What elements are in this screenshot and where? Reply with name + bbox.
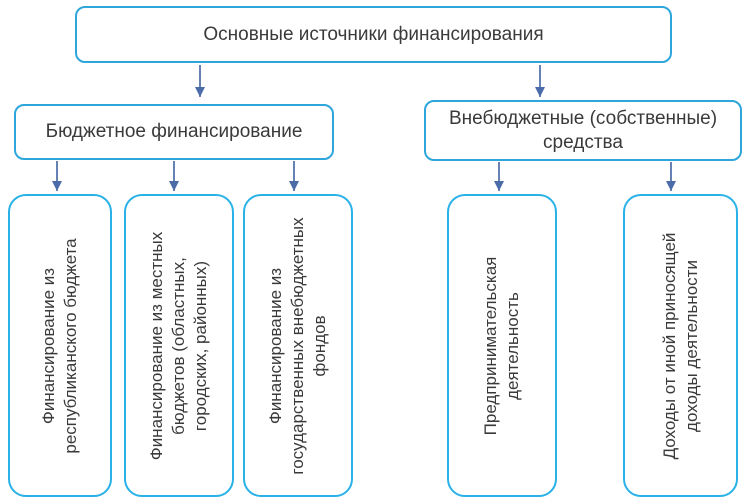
node-root-label: Основные источники финансирования [203,23,544,45]
node-root: Основные источники финансирования [75,6,672,63]
node-offbudget-funds: Внебюджетные (собственные)средства [424,100,742,161]
node-budget-financing-label: Бюджетное финансирование [45,121,303,143]
node-budget-financing: Бюджетное финансирование [14,104,334,160]
node-offbudget-funds-label: Внебюджетные (собственные)средства [448,107,718,153]
